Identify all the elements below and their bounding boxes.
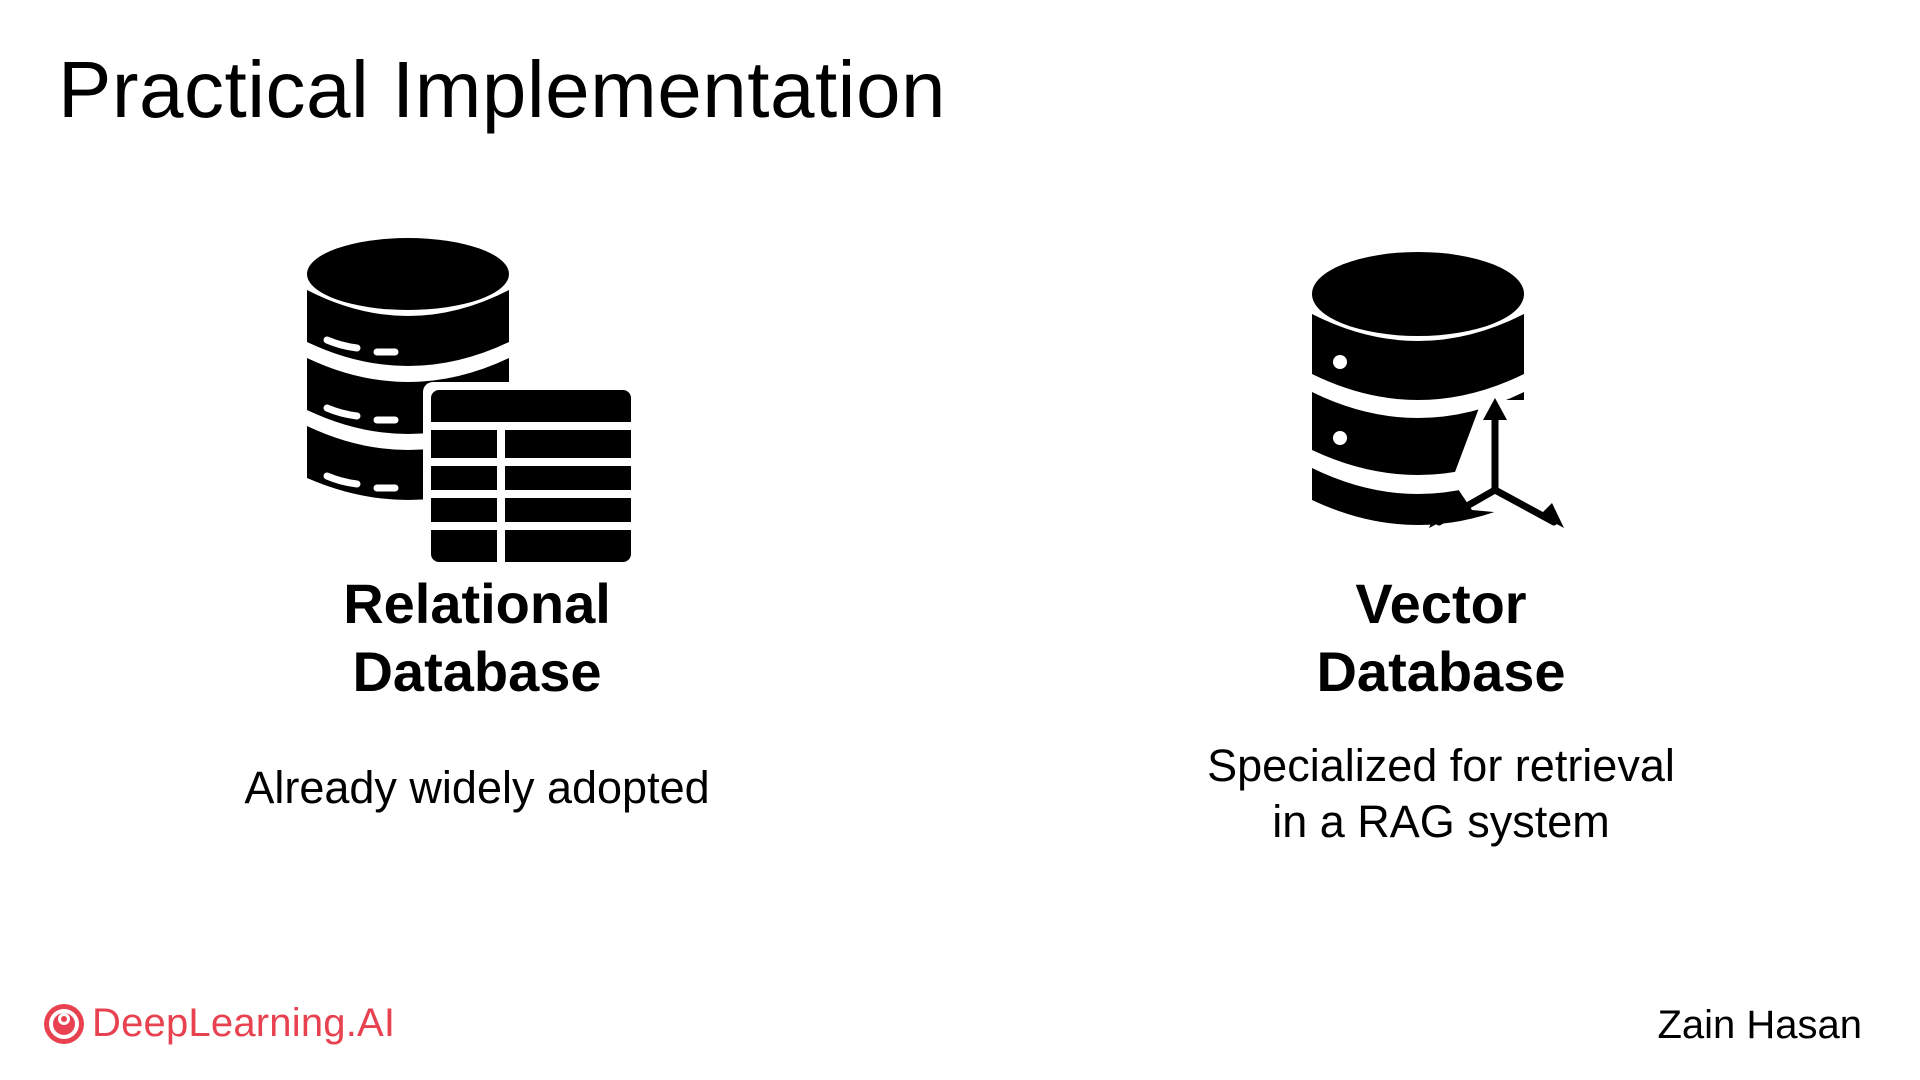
deeplearning-ai-logo: DeepLearning.AI: [42, 1001, 395, 1046]
relational-database-heading: Relational Database: [127, 570, 827, 706]
deeplearning-ai-logo-icon: [44, 1003, 84, 1044]
vector-database-heading: Vector Database: [1091, 570, 1791, 706]
author-name: Zain Hasan: [1657, 1003, 1862, 1047]
relational-database-description: Already widely adopted: [244, 762, 710, 813]
vector-database-description: Specialized for retrieval in a RAG syste…: [1091, 738, 1791, 850]
slide-title: Practical Implementation: [58, 45, 946, 134]
vector-database-column: Vector Database Specialized for retrieva…: [1091, 230, 1791, 850]
relational-heading-line2: Database: [352, 640, 602, 703]
vector-description-line1: Specialized for retrieval: [1207, 740, 1675, 791]
vector-heading-line1: Vector: [1355, 572, 1527, 635]
relational-heading-line1: Relational: [343, 572, 611, 635]
vector-database-icon: [1312, 252, 1574, 528]
logo-text: DeepLearning.AI: [92, 1001, 396, 1045]
vector-description-line2: in a RAG system: [1272, 796, 1610, 847]
vector-heading-line2: Database: [1316, 640, 1566, 703]
relational-database-column: Relational Database Already widely adopt…: [127, 230, 827, 816]
relational-database-icon: [307, 238, 639, 568]
